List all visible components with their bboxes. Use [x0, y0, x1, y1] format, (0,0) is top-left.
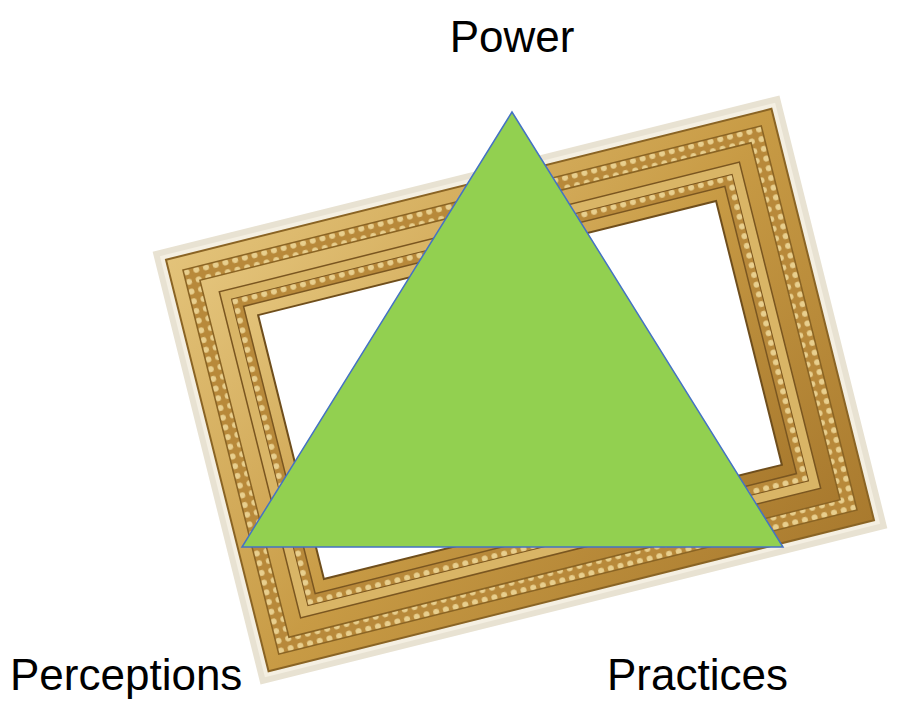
corner-label: Perceptions — [10, 650, 242, 701]
corner-label: Power — [450, 12, 575, 63]
picture-frame — [156, 99, 883, 681]
green-triangle — [242, 112, 783, 547]
corner-label: Practices — [607, 650, 788, 701]
